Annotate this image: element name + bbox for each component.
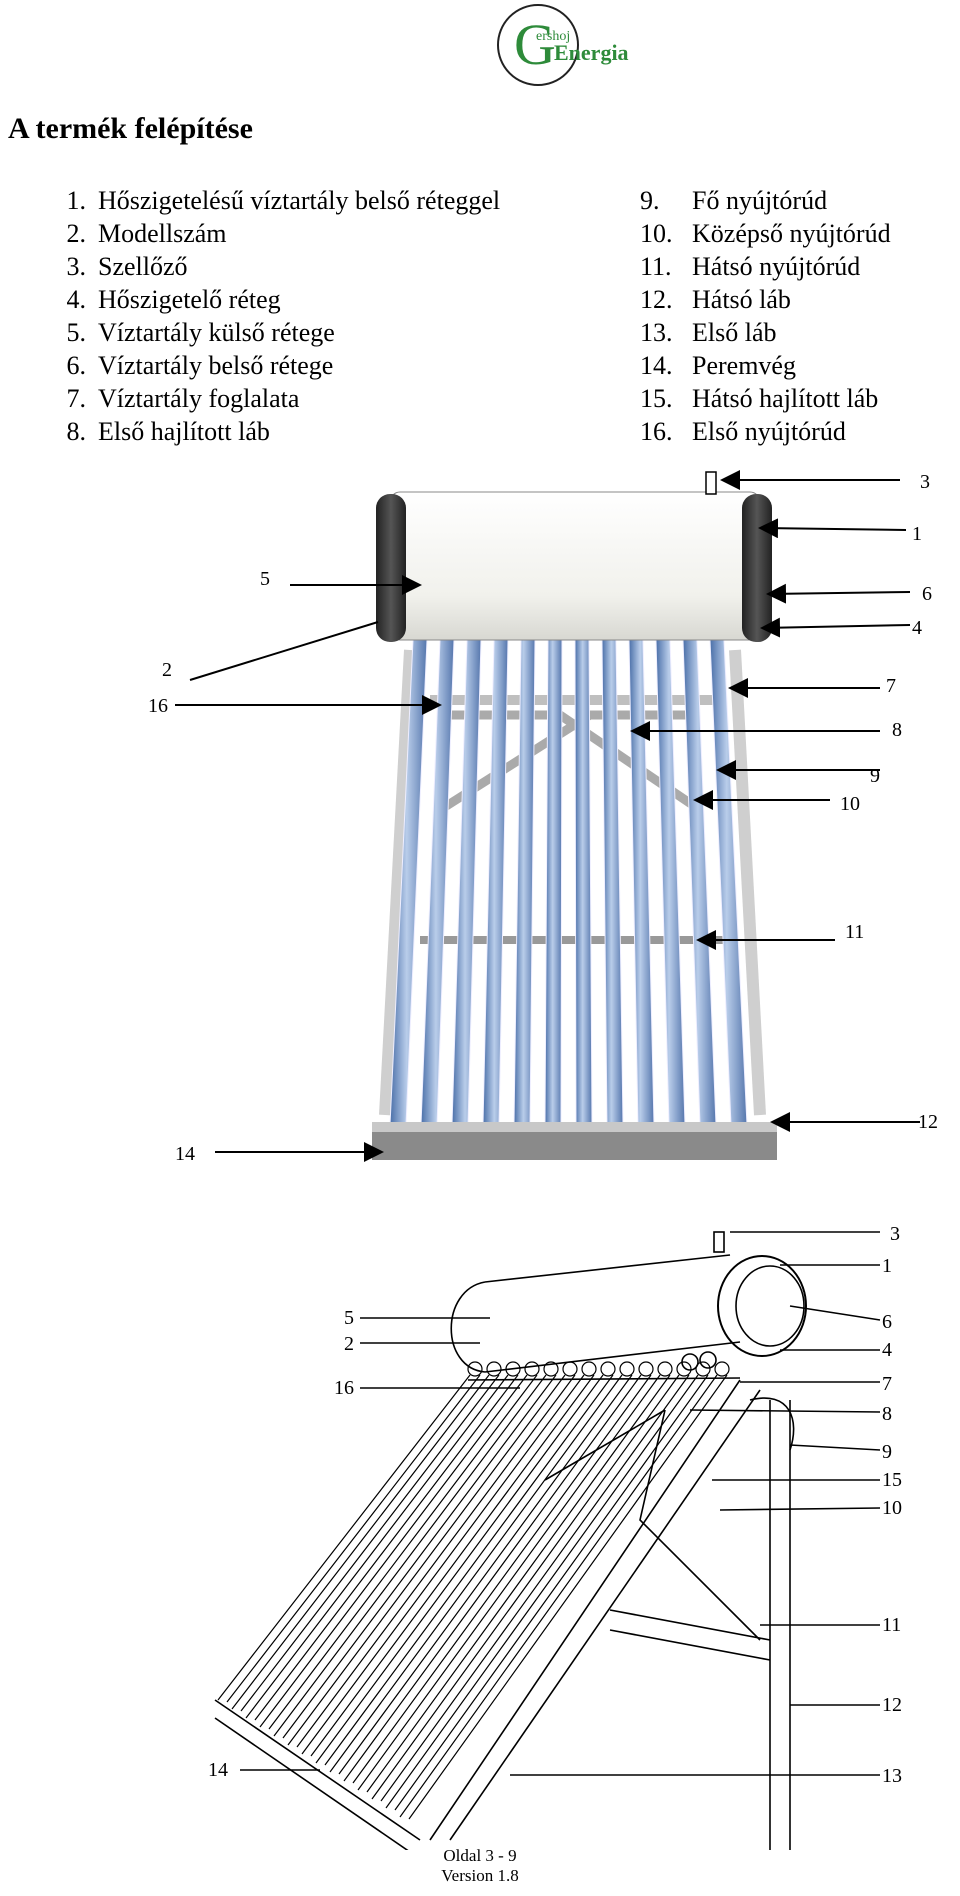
callout-label: 4 [882, 1339, 892, 1361]
solar-heater-photo-diagram: 3 1 6 4 5 2 16 7 8 9 10 11 12 14 [148, 470, 938, 1165]
water-tank [376, 471, 772, 642]
vacuum-tube [574, 639, 593, 1126]
callout-label: 14 [175, 1143, 195, 1165]
callout-label: 9 [882, 1441, 892, 1463]
callout-label: 16 [148, 695, 168, 717]
callout-label: 15 [882, 1469, 902, 1491]
tube-socket [638, 1361, 654, 1377]
callout-label: 13 [882, 1765, 902, 1787]
tube-outline [231, 1374, 500, 1712]
logo-word: Energia [554, 40, 629, 65]
list-item: 1.Hőszigetelésű víztartály belső rétegge… [66, 186, 501, 215]
tube-socket [657, 1361, 673, 1377]
tube-socket [581, 1361, 597, 1377]
list-item: 3.Szellőző [66, 252, 188, 281]
version-text: Version 1.8 [441, 1866, 519, 1885]
page-number: Oldal 3 - 9 [443, 1846, 517, 1865]
tube-outline [315, 1374, 614, 1766]
tube-socket [676, 1361, 692, 1377]
vacuum-tubes [389, 639, 748, 1126]
callout-label: 12 [918, 1111, 938, 1133]
callout-label: 7 [882, 1373, 892, 1395]
callout-label: 6 [922, 583, 932, 605]
tube-outline [273, 1374, 557, 1739]
vent [705, 471, 717, 495]
callout-label: 1 [882, 1255, 892, 1277]
tube-outline [301, 1374, 595, 1757]
parts-list-right: 9.Fő nyújtórúd 10.Középső nyújtórúd 11.H… [640, 184, 891, 448]
tube-outline [399, 1374, 728, 1820]
list-item: 2.Modellszám [66, 219, 227, 248]
list-item: 10.Középső nyújtórúd [640, 219, 891, 248]
callout-label: 1 [912, 523, 922, 545]
tube-outline [343, 1374, 652, 1784]
vacuum-tube [544, 639, 563, 1126]
tube-outline [217, 1374, 481, 1703]
tube-socket [524, 1361, 540, 1377]
logo-small-text: ershoj [536, 29, 570, 44]
callout-label: 12 [882, 1694, 902, 1716]
callout-label: 3 [920, 471, 930, 493]
vacuum-tube [682, 639, 717, 1126]
list-item: 8.Első hajlított láb [66, 417, 270, 446]
tube-outline [329, 1374, 633, 1775]
list-item: 15.Hátsó hajlított láb [640, 384, 879, 413]
list-item: 4.Hőszigetelő réteg [66, 285, 281, 314]
callout-label: 11 [845, 921, 864, 943]
list-item: 14.Peremvég [640, 351, 796, 380]
tube-outline [245, 1374, 519, 1721]
tube-socket [695, 1361, 711, 1377]
logo-letter: G [514, 12, 556, 77]
list-item: 9.Fő nyújtórúd [640, 186, 828, 215]
tube-socket [505, 1361, 521, 1377]
callout-label: 11 [882, 1614, 901, 1636]
callout-label: 5 [260, 568, 270, 590]
list-item: 7.Víztartály foglalata [66, 384, 300, 413]
tube-outline [371, 1374, 690, 1802]
list-item: 12.Hátsó láb [640, 285, 791, 314]
tube-outline [385, 1374, 709, 1811]
callout-label: 3 [890, 1223, 900, 1245]
tube-socket [467, 1361, 483, 1377]
callout-label: 8 [882, 1403, 892, 1425]
callout-label: 7 [886, 675, 896, 697]
callout-label: 2 [162, 659, 172, 681]
callout-label: 5 [344, 1307, 354, 1329]
callout-label: 10 [840, 793, 860, 815]
list-item: 11.Hátsó nyújtórúd [640, 252, 861, 281]
tube-socket [714, 1361, 730, 1377]
solar-heater-line-drawing: 3 1 6 4 5 2 16 7 8 9 15 10 11 12 14 13 [208, 1223, 902, 1850]
callout-label: 4 [912, 617, 922, 639]
callout-label: 6 [882, 1311, 892, 1333]
tube-outline [287, 1374, 576, 1748]
tube-socket [619, 1361, 635, 1377]
list-item: 5.Víztartály külső rétege [66, 318, 335, 347]
callout-label: 8 [892, 719, 902, 741]
list-item: 16.Első nyújtórúd [640, 417, 846, 446]
page-title: A termék felépítése [8, 112, 253, 145]
callout-label: 14 [208, 1759, 228, 1781]
callout-label: 16 [334, 1377, 354, 1399]
callout-label: 9 [870, 765, 880, 787]
tube-socket [562, 1361, 578, 1377]
parts-list-left: 1.Hőszigetelésű víztartály belső rétegge… [46, 184, 501, 448]
tube-outline [357, 1374, 671, 1793]
gershoj-energia-logo: G ershoj Energia [497, 4, 629, 86]
tube-outline [259, 1374, 538, 1730]
tube-socket [486, 1361, 502, 1377]
vacuum-tube [420, 639, 455, 1126]
tube-socket [600, 1361, 616, 1377]
tube-socket [543, 1361, 559, 1377]
list-item: 13.Első láb [640, 318, 777, 347]
callout-label: 2 [344, 1333, 354, 1355]
callout-label: 10 [882, 1497, 902, 1519]
list-item: 6.Víztartály belső rétege [66, 351, 334, 380]
